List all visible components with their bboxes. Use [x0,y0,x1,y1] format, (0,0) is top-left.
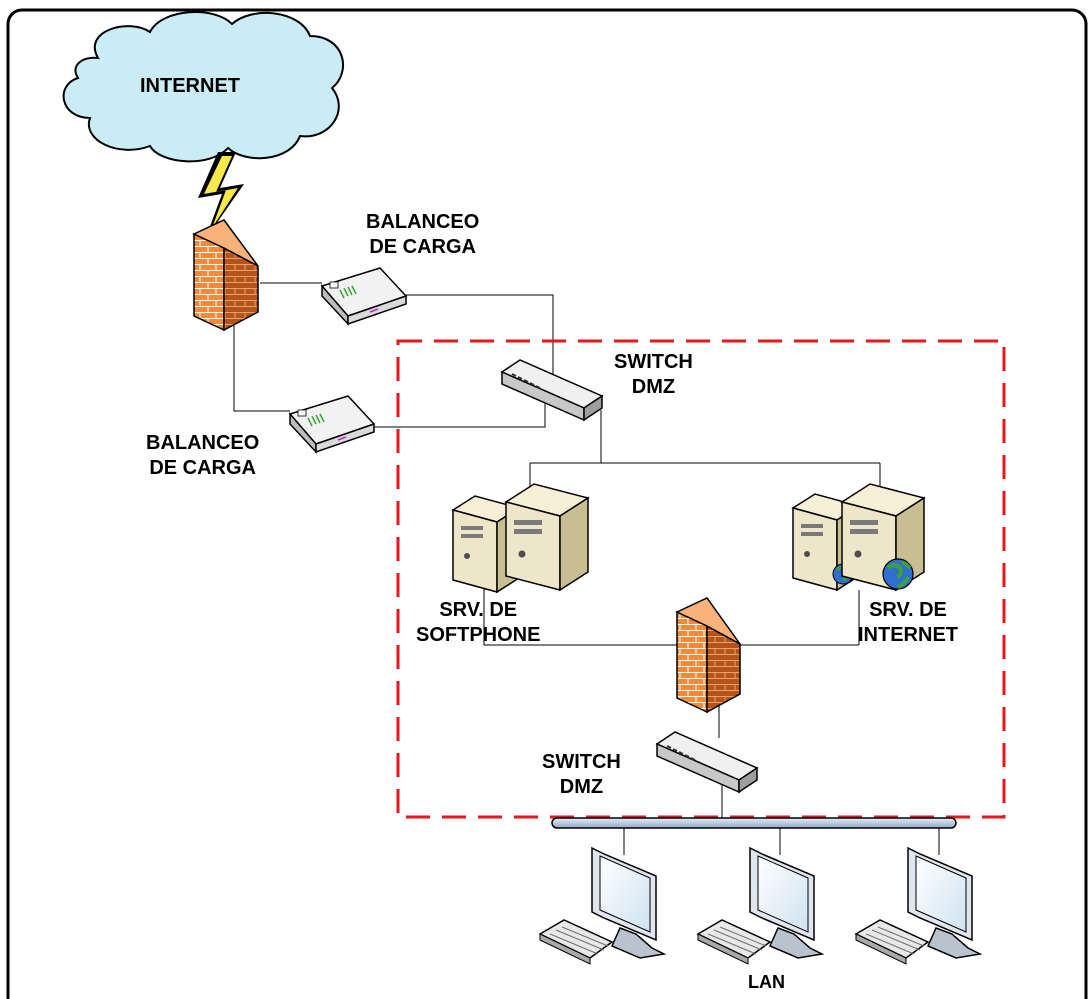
load-balancer-label-line: DE CARGA [149,457,256,479]
lightning-bolt-icon [198,152,244,240]
cloud-icon [62,11,344,163]
internet-label: INTERNET [140,74,240,99]
softphone-server-label: SRV. DE SOFTPHONE [416,598,540,648]
switch-icon [655,731,759,794]
server-label-line: SRV. DE [869,599,947,621]
load-balancer-label-line: BALANCEO [146,432,260,454]
server-label-line: INTERNET [858,624,958,646]
connection-lines [233,282,940,855]
load-balancer-label-line: DE CARGA [369,236,476,258]
load-balancer-label-line: BALANCEO [366,211,480,233]
load-balancer-label-top: BALANCEO DE CARGA [366,210,479,260]
internet-server-label: SRV. DE INTERNET [858,598,958,648]
switch-label-line: DMZ [631,376,676,398]
switch-icon [500,359,604,422]
workstation-computer-icon [696,846,825,965]
switch-label-line: SWITCH [614,351,693,373]
switch-dmz-label-bottom: SWITCH DMZ [542,750,621,800]
server-label-line: SRV. DE [439,599,518,621]
switch-label-line: DMZ [559,776,604,798]
outer-frame [6,8,1088,999]
load-balancer-icon [288,395,376,454]
workstation-computer-icon [538,846,667,965]
web-server-globe-icon [840,483,926,592]
lan-label: LAN [748,970,785,995]
load-balancer-icon [320,267,408,326]
server-icon [451,495,521,594]
firewall-icon [675,597,741,714]
firewall-icon [192,219,259,332]
switch-label-line: SWITCH [542,751,621,773]
lan-label-text: LAN [748,972,785,992]
workstation-computer-icon [854,846,983,965]
internet-label-text: INTERNET [140,75,240,97]
dmz-zone-border [396,339,1006,819]
server-icon [504,483,590,592]
server-label-line: SOFTPHONE [416,624,541,646]
lan-bus [551,817,957,829]
load-balancer-label-bottom: BALANCEO DE CARGA [146,431,259,481]
switch-dmz-label-top: SWITCH DMZ [614,350,693,400]
